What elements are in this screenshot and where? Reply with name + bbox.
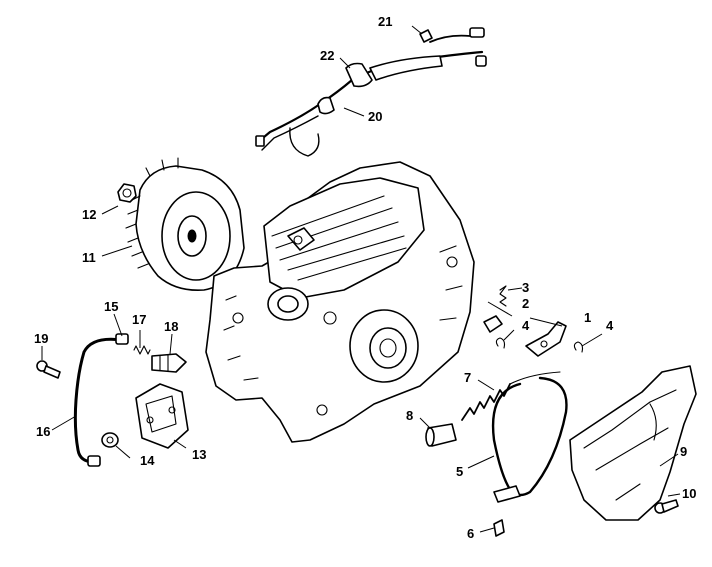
leader-lines <box>41 25 681 533</box>
callout-1: 1 <box>584 310 591 325</box>
callout-11: 11 <box>82 250 96 265</box>
callout-4-left: 4 <box>522 318 530 333</box>
callout-5: 5 <box>456 464 463 479</box>
callout-7: 7 <box>464 370 471 385</box>
callout-8: 8 <box>406 408 413 423</box>
spark-plug-boot <box>151 353 187 373</box>
callout-9: 9 <box>680 444 687 459</box>
callouts: 1 2 3 4 4 5 6 7 8 9 10 11 12 13 14 15 16… <box>34 14 696 541</box>
washer-2 <box>483 315 503 333</box>
callout-19: 19 <box>34 331 48 346</box>
callout-12: 12 <box>82 207 96 222</box>
spring-connector <box>133 345 151 355</box>
callout-14: 14 <box>140 453 155 468</box>
screw-10 <box>654 499 679 514</box>
callout-6: 6 <box>467 526 474 541</box>
brake-band <box>491 376 568 503</box>
grommet-14 <box>101 432 119 448</box>
callout-21: 21 <box>378 14 392 29</box>
callout-3: 3 <box>522 280 529 295</box>
callout-16: 16 <box>36 424 50 439</box>
brake-lever <box>525 321 567 357</box>
ignition-module <box>135 383 189 449</box>
screw-6 <box>493 519 505 537</box>
callout-4-right: 4 <box>606 318 614 333</box>
ignition-lead <box>73 333 129 467</box>
callout-17: 17 <box>132 312 146 327</box>
callout-20: 20 <box>368 109 382 124</box>
flywheel <box>125 157 245 292</box>
clip-4-left <box>495 337 506 349</box>
callout-18: 18 <box>164 319 178 334</box>
callout-22: 22 <box>320 48 334 63</box>
spring-3 <box>499 285 507 307</box>
callout-10: 10 <box>682 486 696 501</box>
wiring-harness <box>255 27 487 157</box>
crankcase <box>205 161 475 443</box>
sprocket-cover <box>569 365 697 521</box>
sleeve-8 <box>425 423 457 447</box>
clip-4-right <box>573 341 584 353</box>
callout-2: 2 <box>522 296 529 311</box>
screw-19 <box>36 360 61 379</box>
flywheel-nut <box>117 183 137 203</box>
callout-15: 15 <box>104 299 118 314</box>
callout-13: 13 <box>192 447 206 462</box>
